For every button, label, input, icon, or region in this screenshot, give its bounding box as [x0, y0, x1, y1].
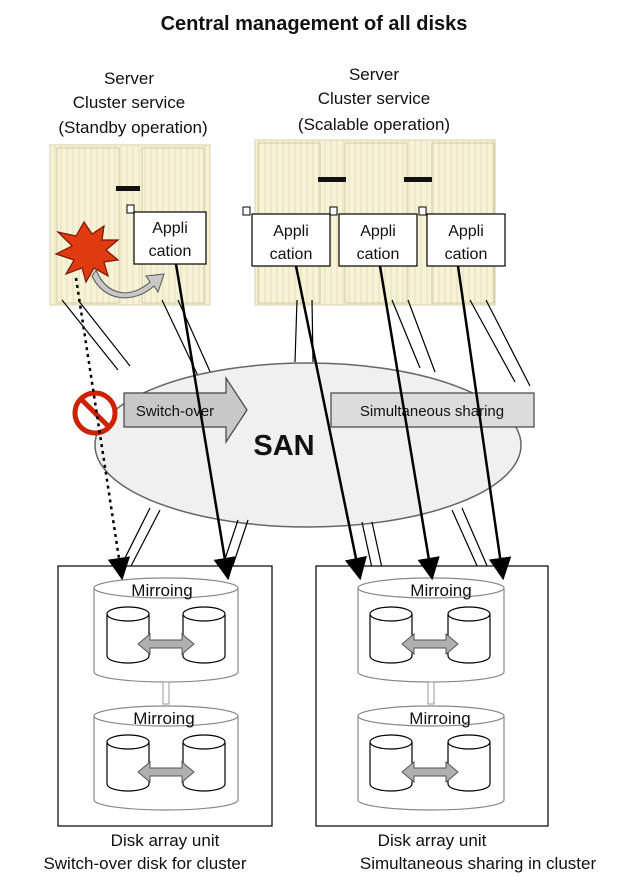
disk-unit-label-2: Switch-over disk for cluster [43, 854, 246, 873]
application-label-2: cation [357, 246, 400, 263]
disk-icon [182, 734, 226, 792]
mirror-group: Mirroing [93, 705, 239, 811]
disk-unit-sharing: Mirroing Mirroing [315, 565, 597, 873]
simultaneous-sharing-box: Simultaneous sharing [330, 392, 535, 428]
server-standby-label-3: (Standby operation) [58, 118, 207, 137]
server-standby-label-2: Cluster service [73, 93, 185, 112]
diagram-title: Central management of all disks [161, 13, 468, 35]
access-arrow [456, 265, 512, 581]
mirror-label: Mirroing [133, 709, 194, 728]
application-box: Appli cation [133, 211, 207, 265]
mirror-label: Mirroing [410, 581, 471, 600]
server-scalable-label-3: (Scalable operation) [298, 115, 450, 134]
disk-unit-label-1: Disk array unit [111, 831, 220, 850]
interconnect-bar [404, 177, 432, 182]
application-label-1: Appli [360, 223, 396, 240]
access-arrows [174, 263, 512, 581]
application-box: Appli cation [426, 213, 506, 267]
application-box: Appli cation [338, 213, 418, 267]
blocked-access-arrow [74, 277, 131, 581]
disk-icon [106, 606, 150, 664]
application-label-1: Appli [448, 223, 484, 240]
application-box: Appli cation [251, 213, 331, 267]
disk-icon [182, 606, 226, 664]
interconnect-bar [116, 186, 140, 191]
disk-unit-label-1: Disk array unit [378, 831, 487, 850]
server-scalable-label-1: Server [349, 65, 399, 84]
server-san-links [61, 299, 531, 387]
mirror-arrow-icon [401, 760, 459, 784]
interconnect-bar [318, 177, 346, 182]
application-label-1: Appli [152, 220, 188, 237]
mirror-group: Mirroing [357, 577, 505, 683]
access-arrow [174, 263, 236, 581]
application-label-2: cation [270, 246, 313, 263]
server-scalable-label-2: Cluster service [318, 89, 430, 108]
prohibited-icon [72, 390, 118, 436]
failover-arrow [91, 268, 165, 299]
access-arrow [378, 265, 440, 581]
disk-unit-label-2: Simultaneous sharing in cluster [360, 854, 597, 873]
disk-icon [369, 734, 413, 792]
application-label-2: cation [149, 243, 192, 260]
mirror-arrow-icon [137, 760, 195, 784]
server-standby: Server Cluster service (Standby operatio… [49, 69, 211, 306]
disk-icon [447, 734, 491, 792]
server-standby-label-1: Server [104, 69, 154, 88]
switchover-label: Switch-over [136, 403, 214, 420]
disk-icon [447, 606, 491, 664]
san-label: SAN [253, 430, 314, 462]
mirror-arrow-icon [137, 632, 195, 656]
application-label-2: cation [445, 246, 488, 263]
explosion-icon [54, 220, 120, 284]
application-label-1: Appli [273, 223, 309, 240]
mirror-group: Mirroing [357, 705, 505, 811]
mirror-label: Mirroing [131, 581, 192, 600]
disk-unit-switchover: Mirroing Mirroing [43, 565, 273, 873]
simultaneous-sharing-label: Simultaneous sharing [360, 403, 504, 420]
disk-icon [369, 606, 413, 664]
disk-icon [106, 734, 150, 792]
switchover-arrow: Switch-over [123, 375, 248, 445]
mirror-group: Mirroing [93, 577, 239, 683]
access-arrow [294, 265, 367, 581]
mirror-arrow-icon [401, 632, 459, 656]
server-scalable: Server Cluster service (Scalable operati… [242, 65, 506, 306]
mirror-label: Mirroing [409, 709, 470, 728]
